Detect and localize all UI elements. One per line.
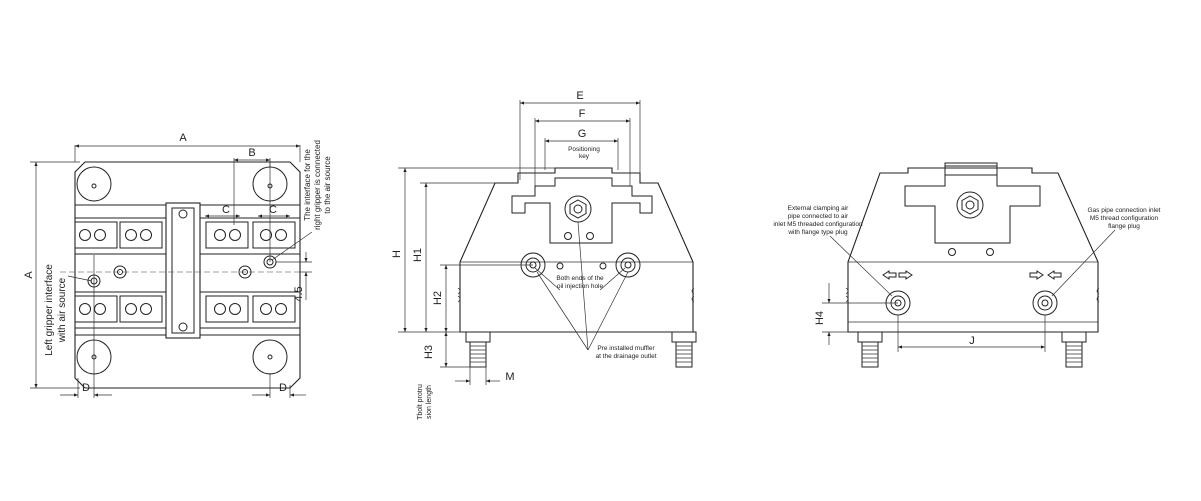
oil-hole-label-1: Both ends of the — [556, 275, 604, 282]
arrow-left-icon — [1047, 270, 1062, 280]
gas-pipe-label-3: flange plug — [1108, 223, 1140, 230]
dim-b: B — [248, 147, 255, 159]
right-rear-view: J H4 External clamping air pipe connecte… — [773, 162, 1161, 368]
left-top-view: A B C C A 4.5 D D Left gripper interf — [23, 132, 332, 398]
upper-block-right — [199, 217, 301, 255]
dim-c-2: C — [269, 204, 277, 216]
upper-block-left — [74, 217, 167, 255]
dim-h: H — [391, 250, 403, 258]
dim-g: G — [578, 128, 587, 140]
gas-pipe-label-1: Gas pipe connection inlet — [1088, 207, 1161, 214]
arrow-right-icon — [1029, 270, 1044, 280]
dim-h2: H2 — [432, 291, 444, 305]
lower-block-right — [199, 291, 301, 329]
muffler-label-2: at the drainage outlet — [595, 353, 656, 360]
middle-front-view: E F G Positioning key H H1 H2 H3 Tbolt p… — [391, 90, 697, 420]
dim-e: E — [576, 90, 583, 102]
left-interface-label-2: with air source — [57, 277, 68, 343]
external-clamping-label-4: with flange type plug — [787, 229, 848, 236]
arrow-right-icon — [898, 270, 913, 280]
right-interface-label-2: right gripper is connected — [313, 140, 322, 230]
dim-h3: H3 — [423, 345, 435, 359]
dim-f: F — [579, 108, 586, 120]
lower-block-left — [74, 291, 167, 329]
dim-a-side: A — [23, 271, 35, 279]
right-interface-label-3: to the air source — [323, 156, 332, 214]
positioning-key-label-2: key — [579, 153, 590, 160]
dim-h1: H1 — [412, 248, 424, 262]
dim-4-5: 4.5 — [293, 286, 305, 301]
dim-c-1: C — [222, 204, 230, 216]
left-interface-label-1: Left gripper interface — [44, 264, 55, 356]
dim-j: J — [969, 335, 975, 347]
dim-a-top: A — [179, 132, 187, 144]
dim-m: M — [505, 371, 514, 383]
right-interface-label-1: The interface for the — [303, 149, 312, 221]
external-clamping-label-3: inlet M5 threaded configuration — [773, 221, 863, 228]
bolt-protrusion-label-1: Tbolt protru — [417, 384, 424, 420]
external-clamping-label-1: External clamping air — [788, 205, 850, 212]
oil-hole-label-2: oil injection hole — [557, 283, 604, 290]
external-clamping-label-2: pipe connected to air — [788, 213, 849, 220]
muffler-label-1: Pre installed muffler — [597, 345, 655, 352]
bolt-protrusion-label-2: sion length — [426, 385, 433, 419]
hex-bolt-icon — [956, 191, 984, 219]
gas-pipe-label-2: M5 thread configuration — [1090, 215, 1159, 222]
dim-h4: H4 — [814, 311, 826, 325]
positioning-key-label-1: Positioning — [568, 146, 600, 153]
dim-d-1: D — [82, 382, 90, 394]
dim-d-2: D — [279, 382, 287, 394]
arrow-left-icon — [882, 270, 897, 280]
